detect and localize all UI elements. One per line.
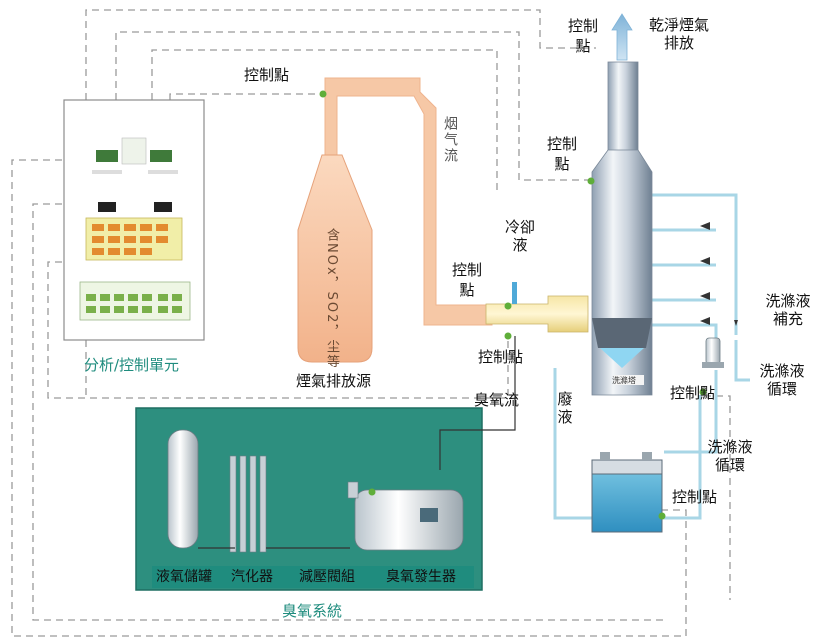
coolant-nozzle: [485, 282, 589, 340]
control-dot: [319, 90, 327, 98]
scrubber-tower: [587, 13, 707, 396]
clean-gas-label: 乾淨煙氣 排放: [644, 16, 714, 52]
clean-gas-line2: 排放: [663, 34, 694, 52]
clean-gas-arrow: [611, 13, 633, 61]
control-point-label-ozone: 控制點: [478, 348, 524, 366]
control-point-label-tank: 控制點: [672, 488, 718, 506]
control-wiring: [11, 9, 731, 637]
ozone-component-generator: 臭氧發生器: [386, 569, 456, 585]
wash-circ-lower-line2: 循環: [714, 456, 745, 474]
ozone-component-vaporizer: 汽化器: [231, 569, 273, 585]
control-point-label-nozzle: 控制點: [451, 261, 482, 299]
control-dot: [699, 388, 707, 396]
control-point-label-tower: 控制點: [546, 135, 577, 173]
flue-gas-flow-label: 烟气流: [442, 116, 458, 164]
analysis-control-unit: [63, 99, 205, 341]
coolant-line2: 液: [512, 236, 528, 254]
ozone-component-pressure-valves: 減壓閥組: [299, 569, 355, 585]
control-dot: [368, 488, 376, 496]
waste-liquid-line1: 廢: [557, 390, 573, 408]
control-dot: [504, 302, 512, 310]
control-point-label-pump: 控制點: [670, 384, 716, 402]
waste-liquid-label: 廢 液: [550, 390, 580, 426]
control-dot: [587, 177, 595, 185]
ozone-system: [135, 336, 516, 591]
analysis-unit-label: 分析/控制單元: [84, 356, 180, 374]
scrubber-tag: 洗滌塔: [612, 376, 636, 385]
flue-gas-duct: [297, 77, 493, 363]
wash-liquid-tank: [591, 452, 666, 533]
wash-circ-lower-line1: 洗滌液: [707, 438, 753, 456]
circulation-pump: [702, 337, 724, 368]
coolant-line1: 冷卻: [504, 218, 535, 236]
control-dot: [504, 332, 512, 340]
wash-refill-line2: 補充: [772, 310, 803, 328]
control-point-label-top: 控制點: [567, 17, 598, 55]
ozone-flow-label: 臭氧流: [474, 391, 520, 409]
emission-source-label: 煙氣排放源: [296, 372, 372, 390]
wash-refill-line1: 洗滌液: [765, 292, 811, 310]
control-dot: [658, 512, 666, 520]
wash-circ-label-right: 洗滌液 循環: [754, 362, 810, 398]
ozone-component-lox-tank: 液氧儲罐: [156, 569, 212, 585]
ozone-system-label: 臭氧系統: [282, 602, 343, 620]
flow-arrows: [700, 222, 738, 326]
wash-refill-label: 洗滌液 補充: [760, 292, 816, 328]
clean-gas-line1: 乾淨煙氣: [648, 16, 709, 34]
control-point-label-duct: 控制點: [244, 66, 290, 84]
coolant-label: 冷卻 液: [500, 218, 540, 254]
waste-liquid-line2: 液: [557, 408, 573, 426]
wash-circ-right-line2: 循環: [766, 380, 797, 398]
wash-circ-label-lower: 洗滌液 循環: [702, 438, 758, 474]
wash-circ-right-line1: 洗滌液: [759, 362, 805, 380]
source-content-label: 含NOx，SO2，尘等: [324, 228, 339, 370]
